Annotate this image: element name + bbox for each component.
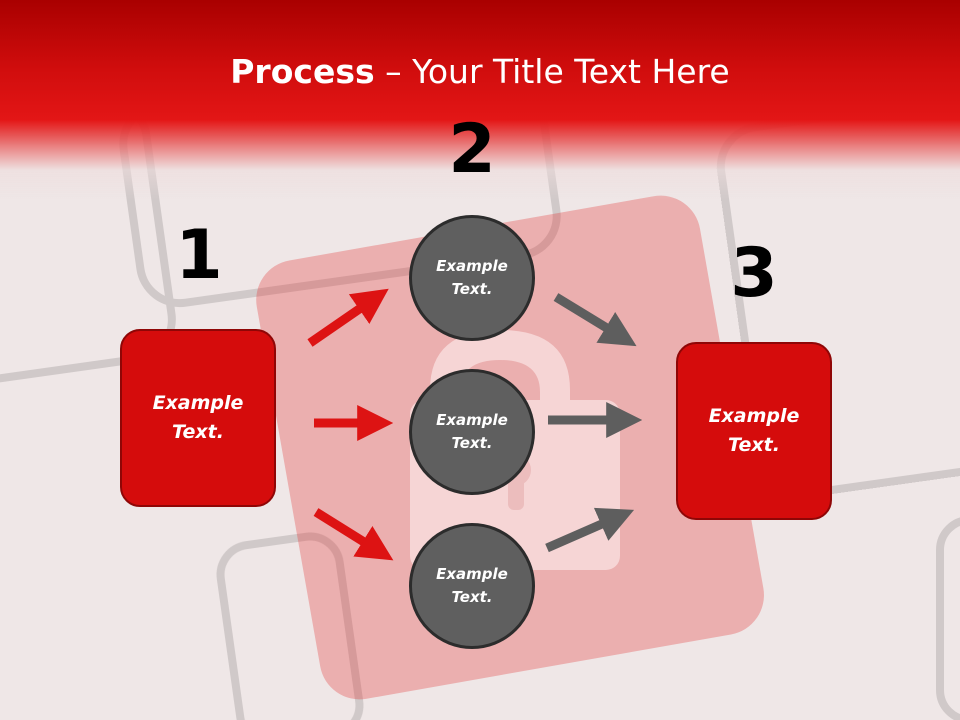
circle-top-line2: Text. xyxy=(451,280,493,298)
circle-top-line1: Example xyxy=(436,257,508,275)
circle-bottom-line1: Example xyxy=(436,565,508,583)
step-number-3: 3 xyxy=(730,234,778,313)
step1-text-line2: Text. xyxy=(172,421,224,443)
circle-bottom: Example Text. xyxy=(409,523,535,649)
step3-text-line2: Text. xyxy=(728,434,780,456)
step1-text-line1: Example xyxy=(152,392,244,414)
title-rest: – Your Title Text Here xyxy=(374,52,730,91)
step1-box: Example Text. xyxy=(120,329,276,507)
title-bold: Process xyxy=(230,52,375,91)
header-band xyxy=(0,0,960,200)
step3-text-line1: Example xyxy=(708,405,800,427)
circle-middle: Example Text. xyxy=(409,369,535,495)
step-number-2: 2 xyxy=(448,110,496,189)
circle-middle-line1: Example xyxy=(436,411,508,429)
step3-box: Example Text. xyxy=(676,342,832,520)
circle-bottom-line2: Text. xyxy=(451,588,493,606)
step-number-1: 1 xyxy=(175,216,223,295)
circle-middle-line2: Text. xyxy=(451,434,493,452)
circle-top: Example Text. xyxy=(409,215,535,341)
slide-title: Process – Your Title Text Here xyxy=(0,52,960,91)
